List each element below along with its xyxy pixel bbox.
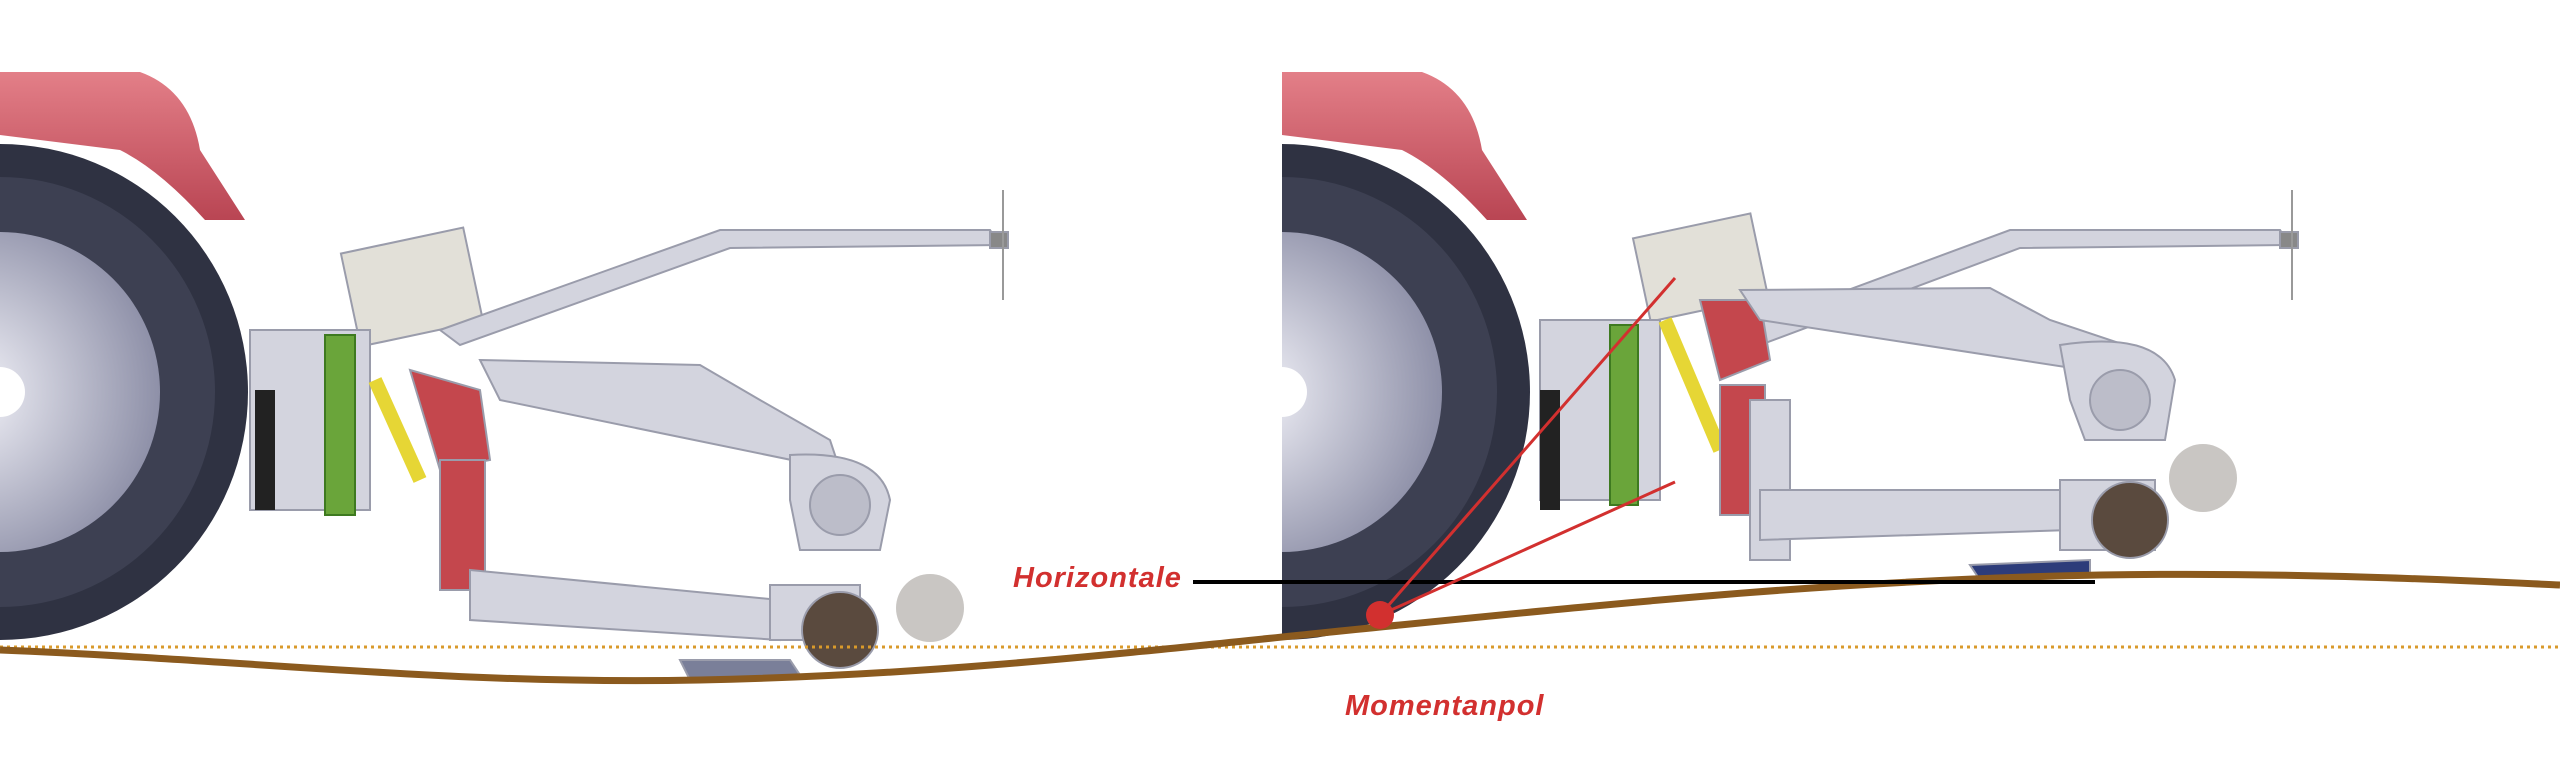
seeding-unit <box>249 190 1009 682</box>
instant-center-marker <box>1366 601 1394 629</box>
seeding-unit <box>1539 190 2299 582</box>
ground-profile <box>0 570 2560 685</box>
tractor-fender <box>0 72 245 220</box>
reference-ball <box>2169 444 2237 512</box>
horizontal-label: Horizontale <box>1013 562 1182 594</box>
tractor-fender <box>1282 72 1527 220</box>
instant-center-label: Momentanpol <box>1345 690 1545 722</box>
tractor-tire <box>0 144 248 640</box>
reference-ball <box>896 574 964 642</box>
right-scene <box>1282 72 2299 640</box>
linkage-line-lower <box>1379 480 1676 617</box>
tractor-tire <box>1282 144 1530 640</box>
linkage-line-upper <box>1378 277 1677 616</box>
left-scene <box>0 72 1009 682</box>
